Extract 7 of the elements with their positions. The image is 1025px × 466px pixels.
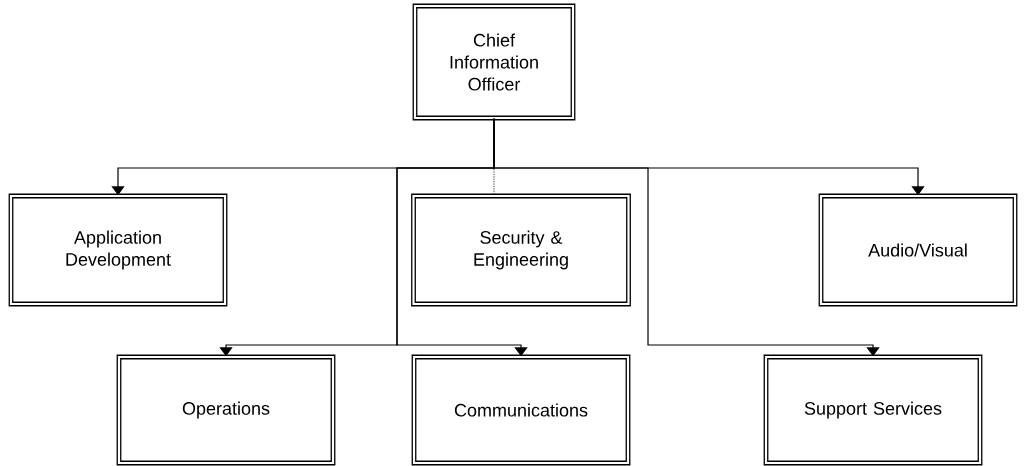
org-box: Application Development — [8, 193, 228, 307]
org-box: Chief Information Officer — [412, 3, 576, 121]
org-box: Security & Engineering — [411, 193, 631, 307]
org-box: Support Services — [763, 354, 983, 466]
org-box: Operations — [116, 354, 336, 466]
org-box: Audio/Visual — [818, 193, 1018, 307]
org-box: Communications — [411, 354, 631, 466]
